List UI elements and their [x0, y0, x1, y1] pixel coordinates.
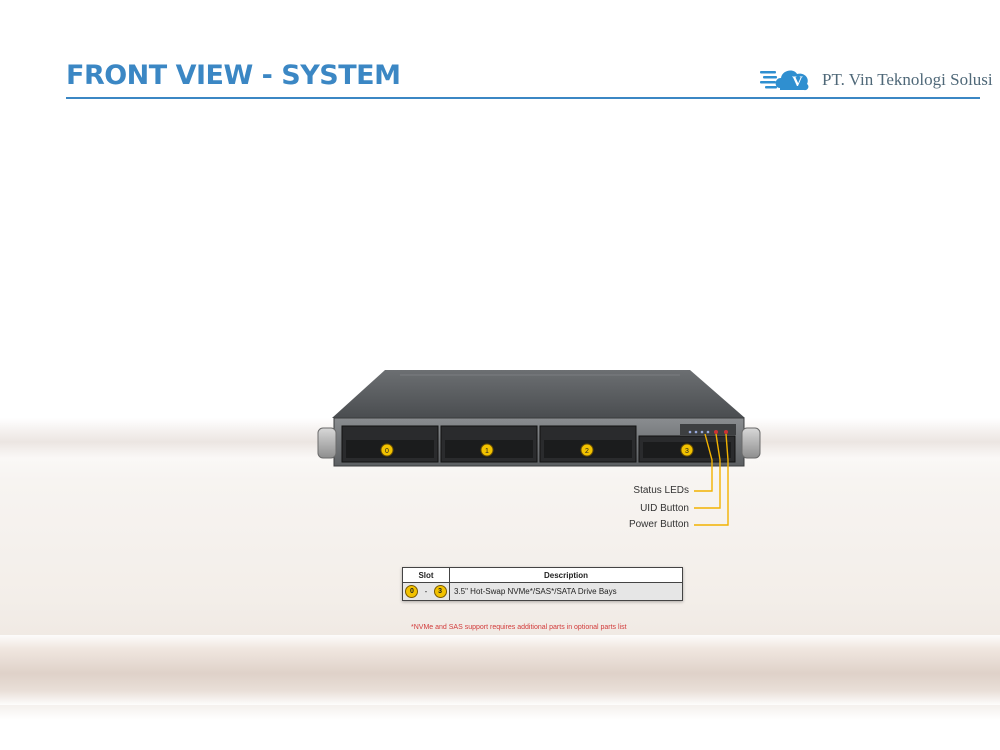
description-column-header: Description — [449, 567, 683, 583]
power-button — [724, 430, 728, 434]
slot-range-cell: 0 - 3 — [402, 582, 450, 601]
page-title: FRONT VIEW - SYSTEM — [66, 60, 401, 91]
status-leds-label: Status LEDs — [633, 485, 689, 496]
description-cell: 3.5" Hot-Swap NVMe*/SAS*/SATA Drive Bays — [449, 582, 683, 601]
power-button-label: Power Button — [628, 519, 689, 530]
drive-bay-1 — [440, 425, 538, 463]
logo-letter: V — [792, 74, 803, 90]
server-top-cover — [332, 370, 745, 418]
bay-number: 3 — [685, 448, 689, 455]
shelf-edge — [0, 635, 1000, 705]
bay-number: 2 — [585, 448, 589, 455]
title-underline — [66, 97, 980, 99]
drive-bay-0 — [341, 425, 439, 463]
slot-column-header: Slot — [402, 567, 450, 583]
slot-badge: 0 — [405, 585, 419, 598]
bay-number: 1 — [485, 448, 489, 455]
footnote: *NVMe and SAS support requires additiona… — [411, 624, 627, 631]
control-panel — [680, 424, 736, 435]
slot-table: Slot Description 0 - 3 3.5" Hot-Swap NVM… — [402, 567, 683, 601]
drive-bay-2 — [539, 425, 637, 463]
callout-lines — [694, 433, 729, 526]
slot-range-dash: - — [424, 587, 428, 596]
slot-badge: 3 — [433, 585, 447, 598]
company-logo-icon: V — [760, 70, 809, 91]
bay-number: 0 — [385, 448, 389, 455]
table-header-row: Slot Description — [402, 567, 683, 583]
uid-button-label: UID Button — [640, 503, 689, 514]
company-name: PT. Vin Teknologi Solusi — [822, 70, 993, 89]
rack-ear-right — [741, 427, 761, 459]
table-row: 0 - 3 3.5" Hot-Swap NVMe*/SAS*/SATA Driv… — [402, 582, 683, 601]
rack-ear-left — [317, 427, 337, 459]
uid-button — [714, 430, 718, 434]
status-leds — [688, 430, 710, 434]
